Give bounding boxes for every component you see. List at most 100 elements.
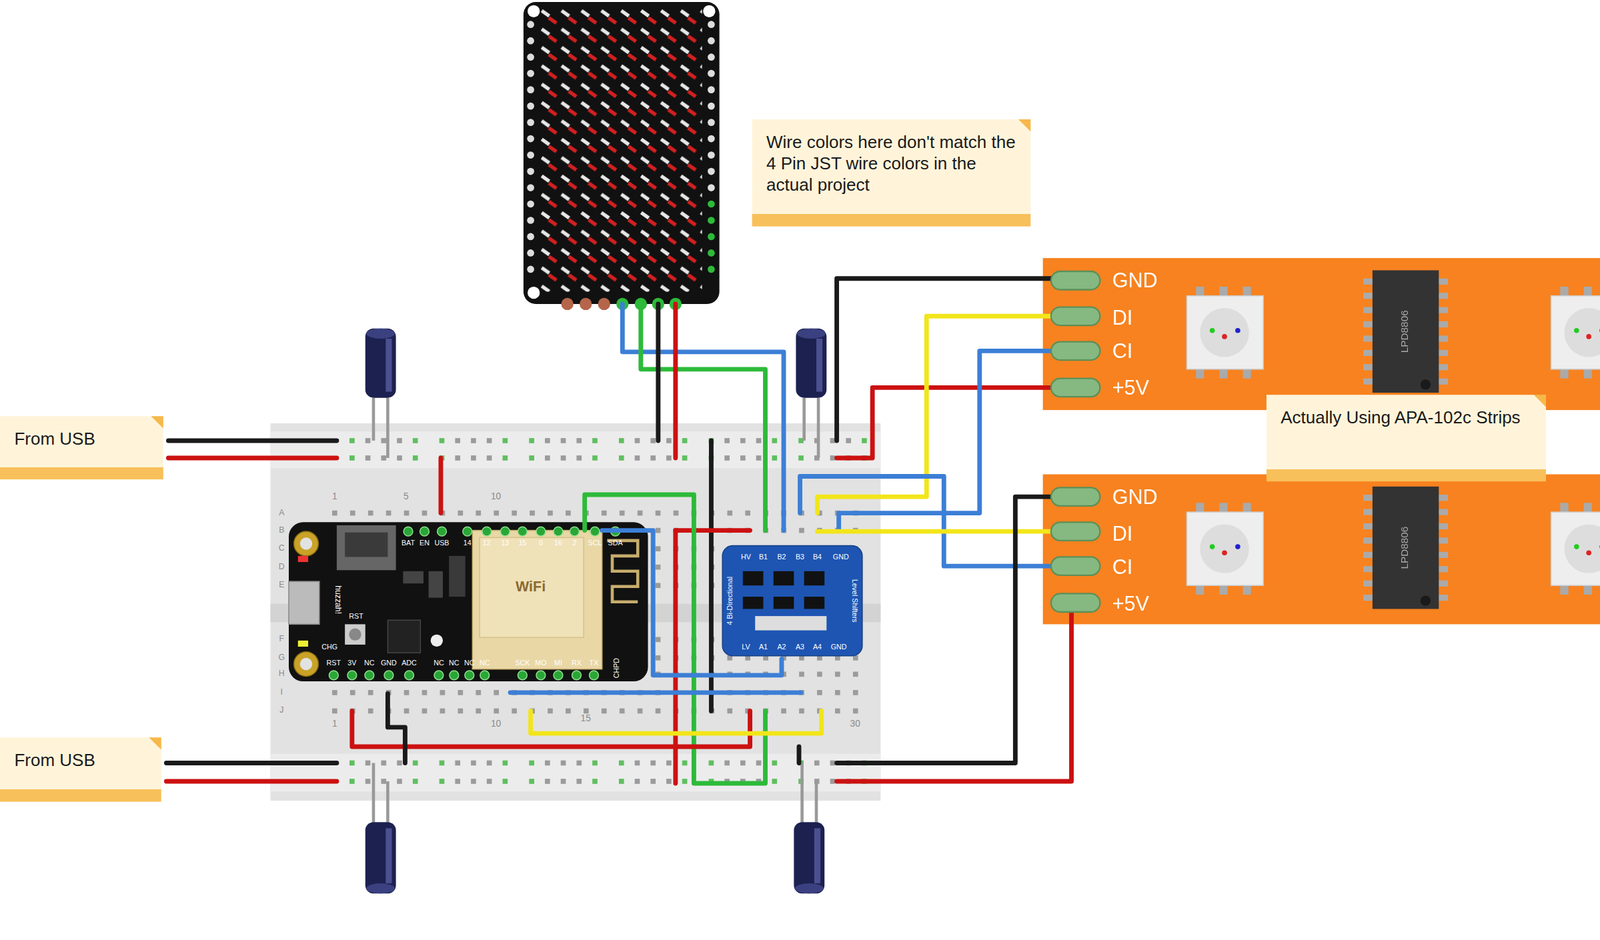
rail-hole <box>650 778 656 785</box>
rail-hole <box>592 778 598 785</box>
note-callout: Wire colors here don't match the 4 Pin J… <box>752 119 1032 227</box>
hole <box>817 690 823 696</box>
rail-hole <box>576 438 582 444</box>
header-pin <box>403 526 413 537</box>
hole <box>655 510 661 517</box>
note-text: From USB <box>14 750 147 772</box>
row-letter: C <box>278 544 285 553</box>
rail-hole <box>618 760 625 767</box>
rail-hole <box>380 778 387 785</box>
pin-label: TX <box>589 659 599 667</box>
capacitor <box>814 828 821 884</box>
hole <box>350 510 356 517</box>
apa102-led <box>1563 308 1600 357</box>
matrix-pin <box>526 249 535 257</box>
chip-pin <box>1363 552 1374 559</box>
header-pin <box>482 526 492 537</box>
pin-label: MI <box>554 659 563 667</box>
pin-label: A4 <box>813 643 822 651</box>
header-pin <box>347 670 357 681</box>
hole <box>493 690 499 696</box>
matrix-pin <box>707 53 715 61</box>
matrix-pad <box>579 298 592 311</box>
chip-pin <box>1437 523 1448 530</box>
rail-hole <box>470 760 477 767</box>
capacitor <box>365 822 397 894</box>
hole <box>529 510 535 517</box>
column-number: 10 <box>490 492 501 502</box>
chip-pin <box>1437 537 1448 544</box>
led-matrix <box>540 8 703 292</box>
capacitor <box>816 338 823 393</box>
cap-lead <box>386 781 390 827</box>
hole <box>350 690 356 696</box>
chip-pin <box>1437 580 1448 587</box>
column-number: 10 <box>490 719 501 729</box>
hole <box>511 510 517 517</box>
cap-lead <box>372 398 376 441</box>
hole <box>637 708 643 715</box>
pin-label: GND <box>833 553 850 561</box>
matrix-pin <box>707 200 715 209</box>
hole <box>565 708 571 715</box>
rail-hole <box>650 438 656 444</box>
esp-module <box>472 530 602 670</box>
row-letter: I <box>280 688 283 697</box>
note-text: Actually Using APA-102c Strips <box>1280 406 1532 429</box>
hole <box>853 708 859 715</box>
pin-label: RX <box>571 659 582 667</box>
board-label: Level Shifters <box>851 579 860 623</box>
strip-pin-label: GND <box>1112 484 1158 510</box>
pin-label: 14 <box>463 539 472 547</box>
rail-hole <box>666 760 672 767</box>
header-pins <box>328 526 620 681</box>
rail-hole <box>486 760 493 767</box>
matrix-pin <box>526 37 535 45</box>
hole <box>655 655 661 661</box>
strip-pad <box>1051 378 1100 398</box>
rail-hole <box>650 455 656 461</box>
matrix-pin <box>526 216 535 225</box>
chip-pin <box>1363 537 1374 544</box>
chip-pin <box>1437 494 1448 501</box>
matrix-pin <box>707 168 715 176</box>
smd-part <box>428 571 443 599</box>
pin-label: 0 <box>538 539 543 547</box>
led <box>298 556 309 563</box>
strip-pin-label: +5V <box>1112 375 1150 401</box>
chip-marking: LPD8806 <box>1399 526 1410 570</box>
rail-hole <box>412 438 419 444</box>
hole <box>655 564 661 571</box>
hole <box>422 690 428 696</box>
led-die <box>1573 328 1580 334</box>
note-callout: Actually Using APA-102c Strips <box>1266 394 1546 482</box>
matrix-pin <box>707 86 715 94</box>
capacitor <box>366 328 395 339</box>
hole <box>655 582 661 589</box>
rail-hole <box>439 760 445 767</box>
hole <box>655 528 661 534</box>
note-text: From USB <box>14 428 149 451</box>
rail-hole <box>576 778 582 785</box>
smd-part <box>402 571 424 584</box>
hole <box>547 510 553 517</box>
led-die <box>1235 328 1241 334</box>
chip-pin <box>1437 278 1448 285</box>
row-letter: B <box>278 526 285 535</box>
led-strip <box>1043 474 1600 625</box>
hole <box>458 510 464 517</box>
mount-hole <box>294 652 319 677</box>
header-pin <box>590 526 600 537</box>
matrix-pin <box>707 151 715 159</box>
chip-pin <box>1437 321 1448 328</box>
hole <box>440 708 446 715</box>
pin-label: A1 <box>758 643 768 651</box>
matrix-pin <box>526 86 535 94</box>
power-rail <box>270 754 881 793</box>
rail-hole <box>592 455 598 461</box>
hole <box>493 510 499 517</box>
matrix-pin <box>707 118 715 127</box>
board-label: 4 Bi-Directional <box>726 576 734 626</box>
rail-hole <box>798 455 804 461</box>
pin-label: ADC <box>401 659 417 667</box>
